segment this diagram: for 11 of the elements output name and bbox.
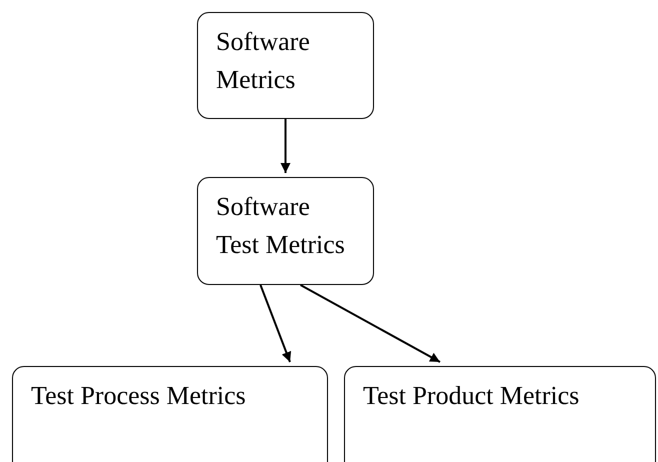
rounded-box [197, 12, 374, 119]
rounded-box [197, 177, 374, 285]
box-label: Test Product Metrics [363, 380, 580, 412]
arrow [300, 284, 440, 363]
arrow [280, 119, 290, 173]
box-label: Software Test Metrics [216, 191, 346, 261]
rounded-box [344, 366, 656, 462]
box-label: Software Metrics [216, 26, 311, 96]
box-label: Test Process Metrics [31, 380, 247, 412]
arrow [260, 284, 292, 362]
rounded-box [12, 366, 328, 462]
